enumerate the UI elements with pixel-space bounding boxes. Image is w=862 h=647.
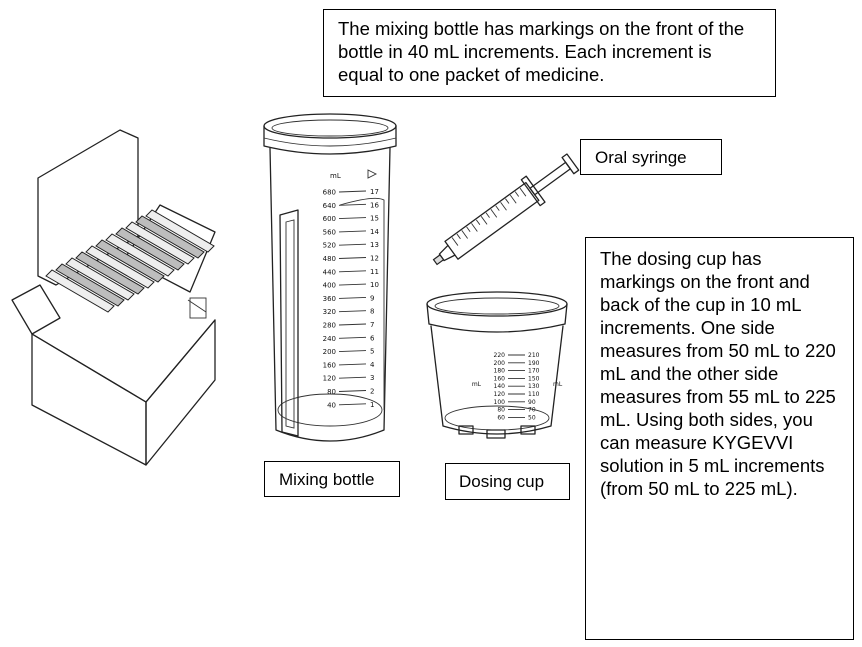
oral-syringe-label: Oral syringe — [580, 139, 722, 175]
cup-left-tick: 160 — [494, 375, 506, 382]
bottle-ml-tick: 440 — [323, 268, 336, 276]
bottle-packet-tick: 8 — [370, 308, 374, 316]
packet — [145, 209, 215, 253]
cup-left-tick: 80 — [497, 407, 505, 414]
cup-left-tick: 200 — [494, 360, 506, 367]
cup-right-unit: mL — [553, 381, 563, 388]
bottle-ml-tick: 680 — [323, 189, 336, 197]
cup-left-tick: 140 — [494, 383, 506, 390]
bottle-packet-tick: 11 — [370, 268, 379, 276]
bottle-ml-tick: 480 — [323, 255, 336, 263]
bottle-packet-tick: 10 — [370, 281, 379, 289]
packet — [55, 263, 125, 307]
bottle-packet-tick: 15 — [370, 215, 379, 223]
packet — [105, 233, 175, 277]
cup-right-tick: 130 — [528, 383, 540, 390]
dosing-cup-callout: The dosing cup has markings on the front… — [585, 237, 854, 640]
bottle-packet-tick: 3 — [370, 374, 374, 382]
packet — [75, 251, 145, 295]
bottle-ml-tick: 600 — [323, 215, 336, 223]
cup-right-tick: 50 — [528, 414, 536, 421]
bottle-packet-tick: 7 — [370, 321, 374, 329]
bottle-packet-tick: 2 — [370, 388, 374, 396]
packet — [115, 227, 185, 271]
cup-right-tick: 190 — [528, 360, 540, 367]
cup-left-tick: 120 — [494, 391, 506, 398]
bottle-ml-tick: 240 — [323, 335, 336, 343]
bottle-ml-tick: 120 — [323, 375, 336, 383]
packet — [65, 257, 135, 301]
bottle-packet-tick: 1 — [370, 401, 374, 409]
medicine-box-icon — [11, 129, 216, 466]
bottle-packet-tick: 6 — [370, 334, 375, 342]
bottle-unit-label: mL — [330, 172, 341, 180]
mixing-bottle-label: Mixing bottle — [264, 461, 400, 497]
bottle-packet-tick: 5 — [370, 348, 374, 356]
cup-left-tick: 180 — [494, 368, 506, 375]
cup-right-tick: 210 — [528, 352, 540, 359]
cup-left-tick: 100 — [494, 399, 506, 406]
cup-left-tick: 220 — [494, 352, 506, 359]
cup-right-tick: 150 — [528, 375, 540, 382]
dosing-cup-label: Dosing cup — [445, 463, 570, 500]
bottle-packet-tick: 9 — [370, 294, 374, 302]
cup-right-tick: 110 — [528, 391, 540, 398]
bottle-packet-tick: 13 — [370, 241, 379, 249]
bottle-ml-tick: 560 — [323, 228, 336, 236]
bottle-ml-tick: 80 — [327, 388, 336, 396]
bottle-ml-tick: 40 — [327, 401, 336, 409]
bottle-ml-tick: 200 — [323, 348, 336, 356]
bottle-ml-tick: 400 — [323, 282, 336, 290]
packet — [45, 269, 115, 313]
bottle-packet-tick: 16 — [370, 201, 379, 209]
cup-left-tick: 60 — [497, 414, 505, 421]
bottle-ml-tick: 320 — [323, 308, 336, 316]
bottle-packet-tick: 4 — [370, 361, 375, 369]
bottle-ml-tick: 280 — [323, 322, 336, 330]
bottle-ml-tick: 360 — [323, 295, 336, 303]
cup-right-tick: 90 — [528, 399, 536, 406]
cup-right-tick: 70 — [528, 407, 536, 414]
cup-left-unit: mL — [472, 381, 482, 388]
packet — [125, 221, 195, 265]
packet — [85, 245, 155, 289]
packet — [95, 239, 165, 283]
mixing-bottle-callout: The mixing bottle has markings on the fr… — [323, 9, 776, 97]
cup-right-tick: 170 — [528, 368, 540, 375]
oral-syringe-icon — [432, 153, 580, 266]
bottle-packet-tick: 14 — [370, 228, 379, 236]
bottle-packet-tick: 17 — [370, 188, 379, 196]
bottle-ml-tick: 640 — [323, 202, 336, 210]
bottle-ml-tick: 520 — [323, 242, 336, 250]
packet — [135, 215, 205, 259]
bottle-packet-tick: 12 — [370, 255, 379, 263]
bottle-ml-tick: 160 — [323, 361, 336, 369]
